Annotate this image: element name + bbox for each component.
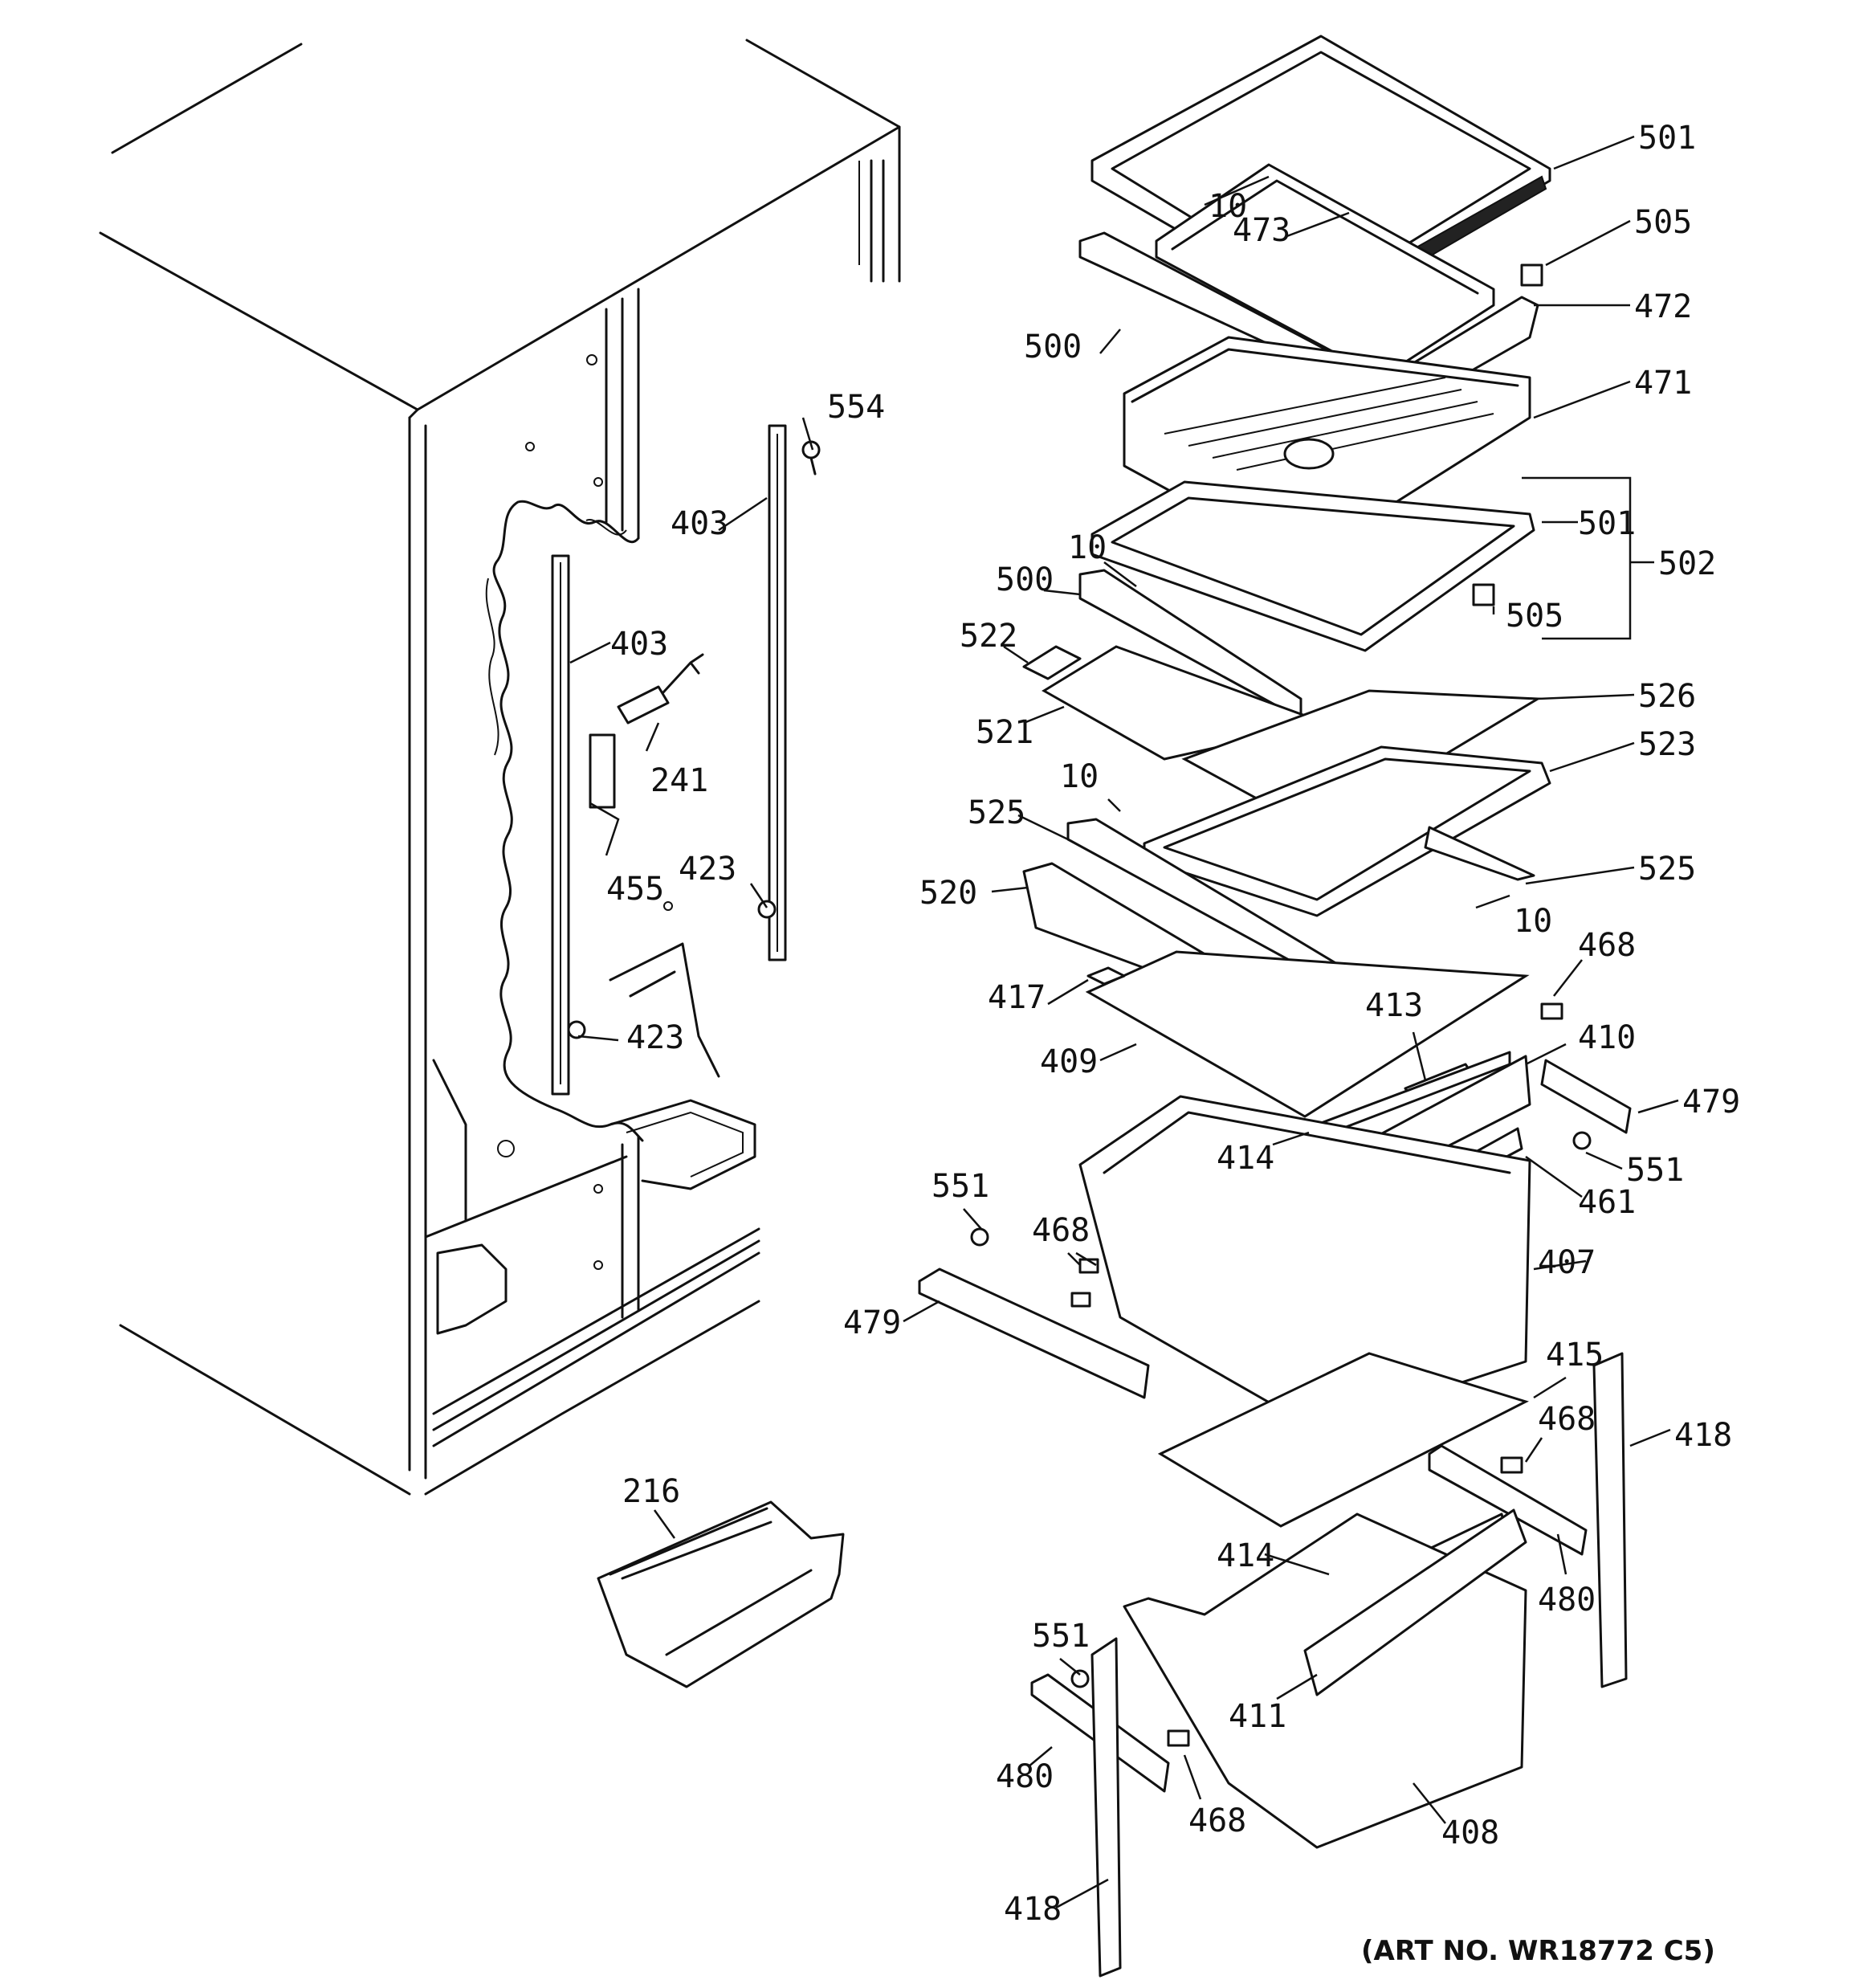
label-403-right: 403 xyxy=(671,505,728,542)
label-409: 409 xyxy=(1040,1043,1098,1080)
shelf-frame-501-mid xyxy=(1090,480,1535,652)
label-480-left: 480 xyxy=(996,1758,1054,1795)
trim-418-right xyxy=(1592,1352,1628,1688)
bracket-525-right xyxy=(1424,826,1535,881)
label-413: 413 xyxy=(1365,987,1423,1024)
label-410: 410 xyxy=(1578,1019,1636,1056)
light-socket-241 xyxy=(617,653,704,725)
label-554: 554 xyxy=(827,389,885,426)
label-523: 523 xyxy=(1638,726,1696,763)
label-472: 472 xyxy=(1634,288,1692,325)
slide-479-left xyxy=(918,1268,1150,1399)
clip-505-mid xyxy=(1472,583,1495,606)
part-labels: 501 505 472 471 10 473 500 554 403 403 5… xyxy=(606,120,1740,1928)
slide-480-right xyxy=(1428,1444,1588,1556)
label-461: 461 xyxy=(1578,1184,1636,1221)
label-411: 411 xyxy=(1229,1698,1286,1735)
label-502: 502 xyxy=(1658,545,1716,582)
label-500-mid: 500 xyxy=(996,561,1054,598)
crisper-pan-407 xyxy=(1078,1095,1531,1431)
label-505: 505 xyxy=(1634,204,1692,241)
label-403-left: 403 xyxy=(610,626,668,663)
label-468-mid: 468 xyxy=(1032,1212,1090,1249)
trim-418-left xyxy=(1090,1637,1122,1978)
screw-551-right xyxy=(1572,1131,1592,1150)
label-521: 521 xyxy=(976,714,1033,751)
label-417: 417 xyxy=(988,979,1046,1016)
label-501-mid: 501 xyxy=(1578,505,1636,542)
shelf-support-473 xyxy=(1155,163,1495,379)
label-414-top: 414 xyxy=(1217,1140,1274,1177)
label-551-left: 551 xyxy=(932,1168,989,1205)
clip-505-top xyxy=(1520,263,1543,287)
label-216: 216 xyxy=(622,1473,680,1510)
label-479-right: 479 xyxy=(1682,1084,1740,1121)
glass-409 xyxy=(1085,950,1530,1118)
stop-468-lower xyxy=(1500,1456,1523,1474)
switch-455 xyxy=(589,733,616,809)
dairy-bin-216 xyxy=(597,1500,845,1688)
label-525-left: 525 xyxy=(968,794,1025,831)
label-480-right: 480 xyxy=(1538,1582,1596,1619)
stop-468-bottom xyxy=(1167,1729,1190,1747)
glass-415 xyxy=(1157,1352,1529,1528)
label-473: 473 xyxy=(1233,212,1290,249)
label-241: 241 xyxy=(650,762,708,799)
label-423-left: 423 xyxy=(626,1019,684,1056)
label-10-c: 10 xyxy=(1060,758,1099,795)
label-520: 520 xyxy=(919,875,977,912)
label-500-top: 500 xyxy=(1024,329,1082,365)
label-468-top: 468 xyxy=(1578,927,1636,964)
label-471: 471 xyxy=(1634,365,1692,402)
label-10-mid: 10 xyxy=(1068,529,1107,566)
rail-417 xyxy=(1086,966,1126,986)
label-551-lower: 551 xyxy=(1032,1618,1090,1655)
peg-423-left xyxy=(567,1020,586,1039)
screw-551-left xyxy=(970,1227,989,1247)
label-468-lower: 468 xyxy=(1538,1401,1596,1438)
slide-479-right xyxy=(1540,1059,1632,1134)
rail-522 xyxy=(1022,645,1082,680)
label-522: 522 xyxy=(960,618,1017,655)
label-505-mid: 505 xyxy=(1506,598,1563,635)
shelf-rail-403-left xyxy=(551,554,570,1096)
label-526: 526 xyxy=(1638,678,1696,715)
label-525-right: 525 xyxy=(1638,851,1696,888)
shelf-rail-403-right xyxy=(768,424,787,961)
label-10-d: 10 xyxy=(1514,903,1552,940)
peg-423-right xyxy=(757,900,777,919)
label-479-left: 479 xyxy=(843,1304,901,1341)
label-418-right: 418 xyxy=(1674,1417,1732,1454)
cover-411 xyxy=(1303,1508,1527,1696)
label-455: 455 xyxy=(606,871,664,908)
label-415: 415 xyxy=(1546,1337,1604,1374)
label-414-bottom: 414 xyxy=(1217,1537,1274,1574)
label-407: 407 xyxy=(1538,1244,1596,1281)
label-10-top: 10 xyxy=(1209,188,1247,225)
stop-468-top xyxy=(1540,1002,1563,1020)
leader-lines xyxy=(569,135,1679,1909)
label-408: 408 xyxy=(1441,1815,1499,1851)
stop-468-mid-b xyxy=(1070,1292,1091,1308)
screw-551-lower xyxy=(1070,1669,1090,1688)
label-418-left: 418 xyxy=(1004,1891,1062,1928)
label-423-right: 423 xyxy=(679,851,736,888)
label-468-bottom: 468 xyxy=(1188,1802,1246,1839)
label-551-right: 551 xyxy=(1626,1152,1684,1189)
cabinet xyxy=(99,39,901,1496)
art-number: (ART NO. WR18772 C5) xyxy=(1361,1935,1715,1967)
label-501: 501 xyxy=(1638,120,1696,157)
